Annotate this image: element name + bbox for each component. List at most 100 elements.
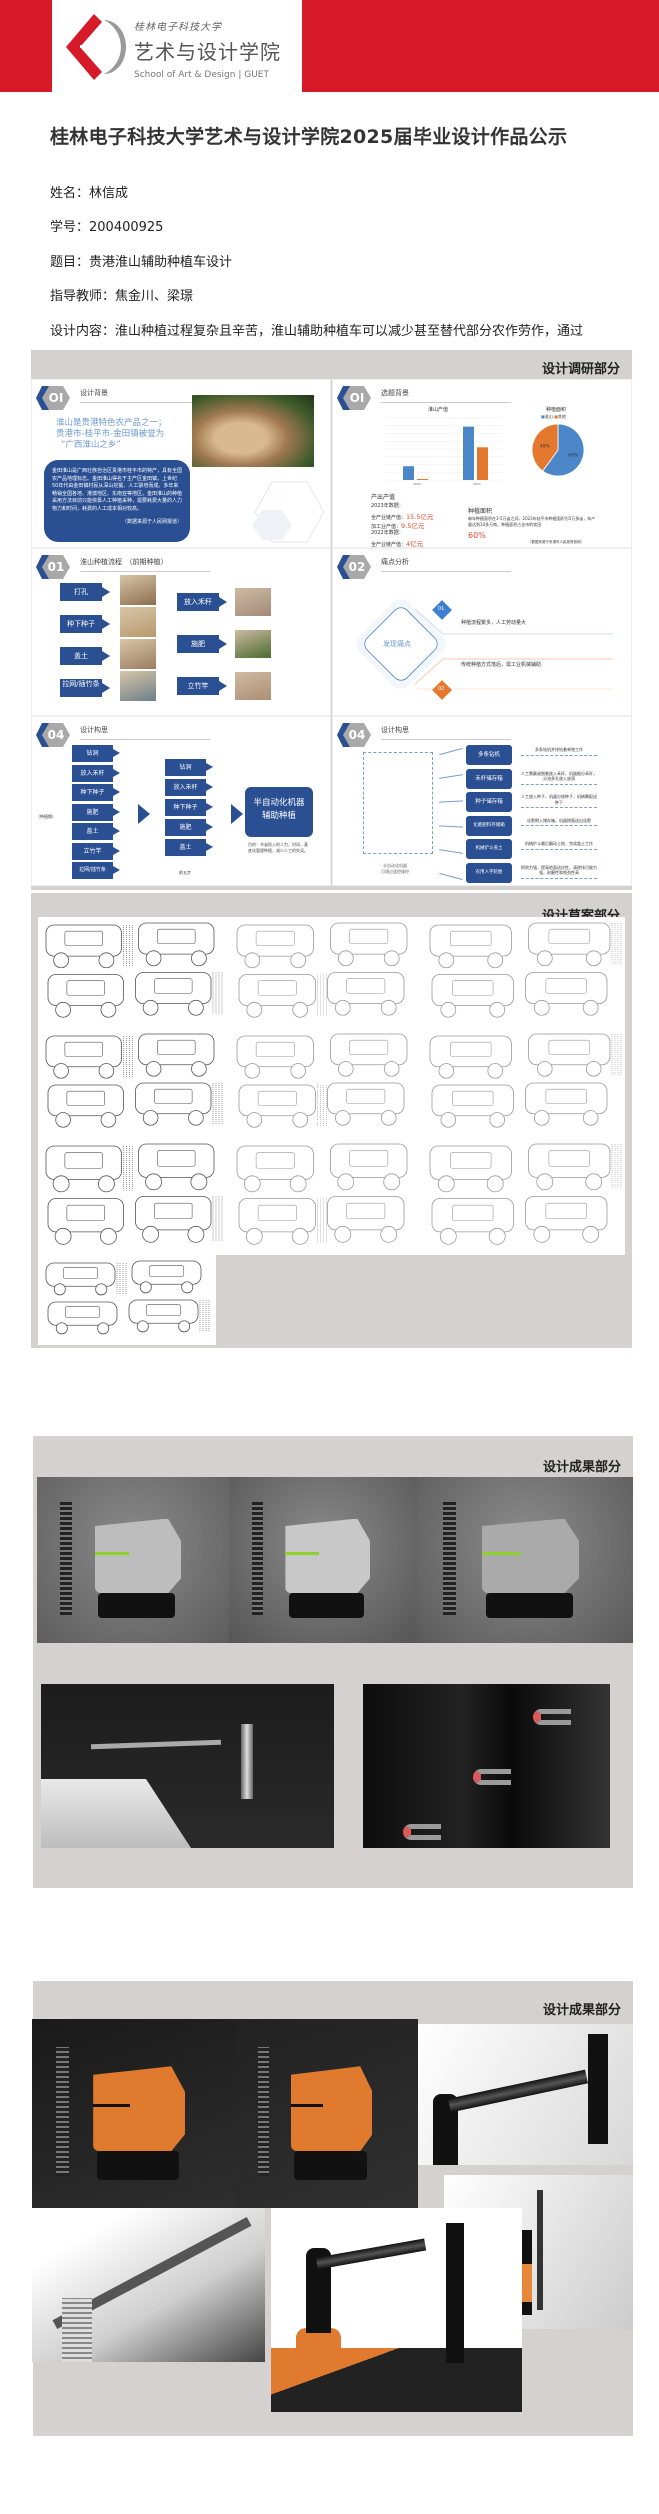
process-photo [235,588,271,616]
vehicle-sketch-icon [429,1143,622,1245]
vehicle-sketch-icon [236,1143,408,1245]
accent-stripe [93,2104,130,2108]
section-title-research: 设计调研部分 [541,362,620,377]
vehicle-sketch-icon [236,922,408,1018]
concept-step: 施肥 [72,803,113,821]
area-title: 种植面积 [468,508,493,515]
logo-text-university: 桂林电子科技大学 [134,22,222,33]
arrow-right-icon [206,823,213,831]
vehicle-sketch-icon [45,1260,210,1335]
hexagon-decoration-icon [252,481,325,543]
arrow-right-icon [206,803,213,811]
advisors: 指导教师：焦金川、梁璟 [50,289,194,304]
vehicle-chassis [294,2151,368,2180]
component-label: 多条钻机 [466,745,512,765]
component-description: 多条钻机并排钻着单独工作 [521,747,597,756]
arrow-right-icon [113,788,120,796]
board-title: 设计构思 [381,726,409,734]
render-green-side [229,1477,417,1643]
process-photo [120,575,156,605]
arrow-right-icon [113,846,120,855]
render-arm-closeup [418,2024,633,2165]
gripper-claw-icon [473,1769,511,1785]
concept-step: 拉网/插竹条 [72,862,113,879]
output-title: 产出产值 [371,494,396,501]
school-logo: 桂林电子科技大学 艺术与设计学院 School of Art & Design … [52,0,302,92]
render-orange-front [32,2019,236,2208]
sketch-panel [229,1138,422,1255]
render-arm-detail [41,1684,334,1848]
arrow-right-icon [113,866,120,874]
render-orange-side [236,2019,418,2208]
vehicle-sketch-icon [236,1033,408,1128]
component-label: 禾秆储存箱 [466,768,512,789]
vehicle-sketch-icon [429,1033,622,1128]
flow-arrow-icon [231,804,243,824]
arrow-right-icon [113,768,120,777]
drill-auger [56,2047,69,2176]
area-text: 每年种植面积在3-5万亩之间，2023年桂平市种植面积为5万多亩，年产量达到10… [468,516,596,527]
render-top-detail [32,2208,265,2362]
sketch-panel [422,1028,625,1138]
arrow-right-icon [219,597,227,607]
bar-2022-全产业链 [403,466,414,480]
machine-outline-placeholder [363,752,433,854]
arrow-right-icon [206,843,213,851]
robot-arm [90,1739,222,1750]
pain-center-label: 发现痛点 [383,640,411,648]
bar-2022-加工业 [417,478,428,480]
process-photo [235,630,271,658]
accent-stripe [94,1551,130,1555]
student-name: 姓名：林信成 [50,186,129,201]
logo-text-english: School of Art & Design | GUET [134,70,269,80]
gripper-claw-icon [403,1824,441,1840]
vehicle-panel [41,1779,191,1848]
board-planting-process: 01 淮山种植流程 （前期种植） 打孔种下种子盖土拉网/插竹条放入禾秆施肥立竹竿 [31,548,331,716]
badge: OI [36,386,70,410]
arrow-right-icon [113,749,120,757]
arrow-right-icon [113,827,120,835]
render-green-rear [417,1477,633,1643]
vehicle-chassis [289,1593,365,1619]
first-five-step: 盖土 [165,839,206,856]
drill-auger [62,2298,92,2362]
pointer-line [439,873,463,881]
sketch-panel [38,1255,216,1345]
vehicle-body [285,1518,370,1594]
pointer-line [439,849,463,855]
pie-slice-其他 [531,423,559,472]
headline: 淮山是贵港特色农产品之一；贵港市-桂平市-金田镇被誉为“广西淮山之乡” [56,418,167,450]
board-title: 淮山种植流程 （前期种植） [80,558,168,566]
pie-chart-title: 种植面积 [546,407,567,413]
stat-row: 全产业链产值：4亿元 [371,540,424,548]
process-step: 种下种子 [60,615,102,633]
concept-step: 立竹竿 [72,842,113,860]
vehicle-body [290,2066,373,2152]
pointer-line [438,825,464,828]
pain-point-2: 传统种植方式落后，需工业机械辅助 [461,662,542,668]
vehicle-body [481,1518,579,1594]
student-id: 学号：200400925 [50,220,164,235]
arm-joint-orange [296,2328,341,2368]
arm-column [241,1724,253,1799]
accent-stripe [285,1551,320,1555]
sketch-panel [38,917,229,1028]
component-description: 机械铲斗最后翻动土地，完成盖土工作 [521,841,597,850]
result-box: 半自动化机器辅助种植 [245,787,313,837]
period-label: （种植期） [36,814,56,819]
vehicle-chassis [486,1593,573,1619]
badge: 01 [36,555,70,579]
board-design-concept: 04 设计构思 （种植期） 半自动化机器辅助种植 前五步 目的：节省投入的人力、… [31,716,331,886]
vehicle-body [94,1518,181,1594]
render-green-front [37,1477,229,1643]
component-label: 机械铲斗盖土 [466,839,512,859]
process-step: 施肥 [177,635,219,653]
arrow-right-icon [113,807,120,816]
data-source: （数据来源于贵港市人民政府官网） [528,540,584,544]
concept-step: 放入禾秆 [72,764,113,782]
arm-column [446,2223,464,2363]
concept-step: 种下种子 [72,784,113,801]
pointer-line [439,748,463,756]
first-five-step: 种下种子 [165,799,206,816]
drill-auger [442,1501,456,1615]
